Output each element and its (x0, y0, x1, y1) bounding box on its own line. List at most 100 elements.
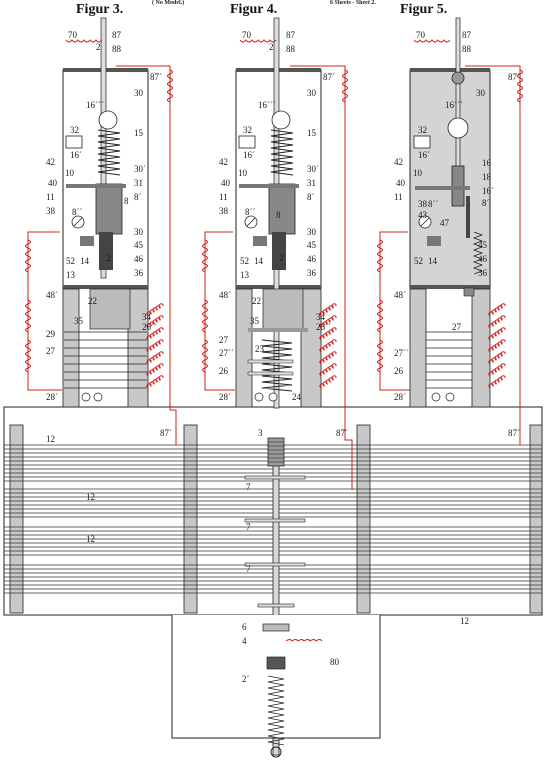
label-27pp-fig4: 27´´ (219, 348, 234, 358)
sheet-number-note: 6 Sheets - Sheet 2. (330, 0, 376, 6)
label-46-fig3: 46 (134, 254, 144, 264)
label-30p-fig4: 30´ (307, 164, 319, 174)
figure-4-title: Figur 4. (230, 2, 278, 17)
label-46-fig4: 46 (307, 254, 317, 264)
label-34-fig4: 34 (316, 312, 326, 322)
label-10-fig4: 10 (238, 168, 248, 178)
figure-4-apparatus (235, 17, 322, 409)
label-42-fig5: 42 (394, 157, 403, 167)
label-48p-fig5: 48´ (394, 290, 406, 300)
label-2-fig3: 2 (96, 42, 101, 52)
label-32-fig4: 32 (243, 125, 252, 135)
label-32-fig3: 32 (70, 125, 79, 135)
label-88-fig4: 88 (286, 44, 296, 54)
label-16ppp-fig4: 16´´´ (258, 100, 276, 110)
label-87p-fig5: 87´ (508, 72, 520, 82)
label-35-fig4: 35 (250, 316, 260, 326)
label-15-fig3: 15 (134, 128, 144, 138)
label-16ppp-fig5: 16´´´ (445, 100, 463, 110)
label-70-fig5: 70 (416, 30, 426, 40)
label-42-fig3: 42 (46, 157, 55, 167)
label-8p-fig5: 8´ (482, 198, 490, 208)
label-6: 6 (242, 622, 247, 632)
electrical-wiring (25, 39, 523, 490)
label-70-fig3: 70 (68, 30, 78, 40)
label-38-fig3: 38 (46, 206, 56, 216)
label-30p-fig3: 30´ (134, 164, 146, 174)
label-31-fig3: 31 (134, 178, 143, 188)
label-27-fig4: 27 (219, 335, 229, 345)
label-48p-fig4: 48´ (219, 290, 231, 300)
label-30-fig5: 30 (476, 88, 486, 98)
label-30-fig4: 30 (307, 88, 317, 98)
label-8p-fig4: 8´ (307, 192, 315, 202)
lower-bracket (171, 615, 381, 758)
label-18-fig5: 18 (482, 172, 492, 182)
label-14-fig4: 14 (254, 256, 264, 266)
label-29-fig3: 29 (46, 329, 56, 339)
label-87-fig5: 87 (462, 30, 472, 40)
label-7-a: 7 (246, 482, 251, 492)
label-52-fig4: 52 (240, 256, 249, 266)
label-42-fig4: 42 (219, 157, 228, 167)
label-13-fig4: 13 (240, 270, 250, 280)
label-87p-lower-2: 87´ (336, 428, 348, 438)
label-16pb-fig5: 16´ (482, 186, 494, 196)
label-87p-fig3: 87´ (150, 72, 162, 82)
label-8pp-fig4: 8´´ (245, 207, 256, 217)
label-35-fig3: 35 (74, 316, 84, 326)
central-shaft (244, 437, 306, 756)
label-3: 3 (258, 428, 263, 438)
label-12-a: 12 (46, 434, 55, 444)
label-16ppp-fig3: 16´´´ (86, 100, 104, 110)
label-46-fig5: 46 (478, 254, 488, 264)
label-30b-fig3: 30 (134, 227, 144, 237)
label-43-fig5: 43 (418, 210, 428, 220)
label-26-fig4: 26 (219, 366, 229, 376)
label-87p-fig4: 87´ (323, 72, 335, 82)
label-80: 80 (330, 657, 340, 667)
label-27-fig5: 27 (452, 322, 462, 332)
label-2-fig4: 2 (269, 42, 274, 52)
no-model-note: ( No Model.) (152, 0, 185, 6)
label-2b-fig3: 2 (106, 253, 111, 263)
label-45-fig4: 45 (307, 240, 317, 250)
label-34-fig3: 34 (142, 312, 152, 322)
label-38-fig5: 38 (418, 199, 428, 209)
figure-5-apparatus (409, 17, 491, 408)
label-8pp-fig5: 8´´ (428, 199, 439, 209)
label-87-fig3: 87 (112, 30, 122, 40)
label-40-fig5: 40 (396, 178, 406, 188)
label-47-fig5: 47 (440, 218, 450, 228)
label-11-fig3: 11 (46, 192, 55, 202)
label-30b-fig4: 30 (307, 227, 317, 237)
label-10-fig3: 10 (65, 168, 75, 178)
label-88-fig3: 88 (112, 44, 122, 54)
label-70-fig4: 70 (242, 30, 252, 40)
label-40-fig4: 40 (221, 178, 231, 188)
label-8-fig3: 8 (124, 196, 129, 206)
label-87-fig4: 87 (286, 30, 296, 40)
label-24-fig4: 24 (292, 392, 302, 402)
label-26-fig5: 26 (394, 366, 404, 376)
label-31-fig4: 31 (307, 178, 316, 188)
part-labels: 70 87 2 88 87´ 30 16´´´ 15 32 16´ 42 30´… (46, 30, 520, 684)
label-40-fig3: 40 (48, 178, 58, 188)
label-12-d: 12 (460, 616, 469, 626)
label-32-fig5: 32 (418, 125, 427, 135)
label-27-fig3: 27 (46, 346, 56, 356)
label-11-fig4: 11 (219, 192, 228, 202)
label-8-fig4: 8 (276, 210, 281, 220)
label-2b-fig4: 2 (279, 253, 284, 263)
label-22-fig3: 22 (88, 296, 97, 306)
label-45-fig3: 45 (134, 240, 144, 250)
label-38-fig4: 38 (219, 206, 229, 216)
figure-3-apparatus (62, 17, 149, 408)
label-88-fig5: 88 (462, 44, 472, 54)
label-16-fig5: 16 (482, 158, 492, 168)
label-16p-fig3: 16´ (70, 150, 82, 160)
label-16p-fig5: 16´ (418, 150, 430, 160)
label-27pp-fig5: 27´´ (394, 348, 409, 358)
